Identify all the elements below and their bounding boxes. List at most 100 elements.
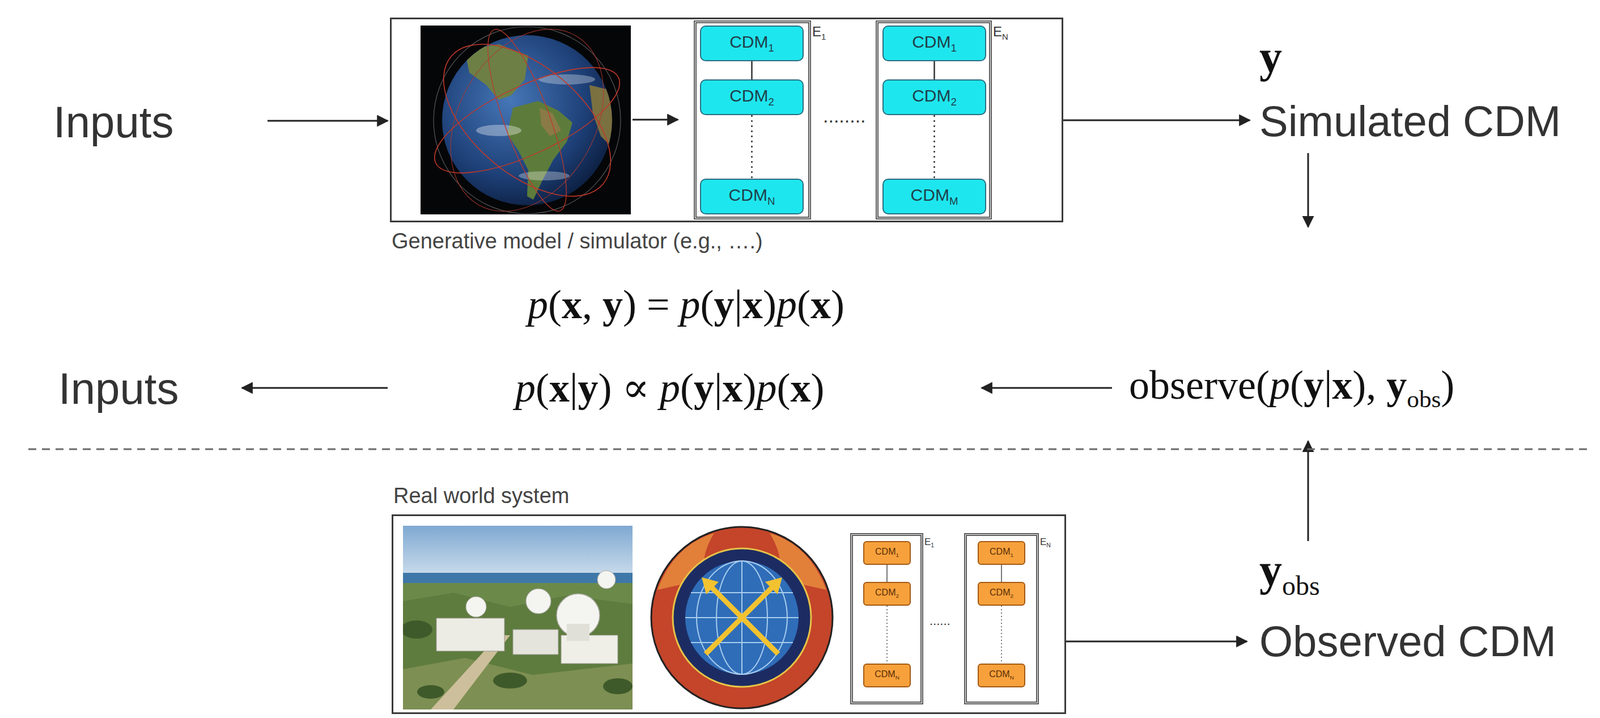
earth-image-part	[420, 25, 631, 215]
output-variable: y	[1259, 30, 1283, 83]
flow-arrows-part	[267, 120, 388, 122]
math-variable: y	[602, 281, 623, 328]
math-variable: y	[1303, 362, 1324, 408]
input-label: Inputs	[53, 96, 174, 148]
site-photo-part	[603, 677, 633, 694]
observed-cdm-box: CDMN	[863, 663, 911, 687]
ops-center-logo-part	[765, 576, 783, 594]
ops-center-logo	[647, 525, 837, 710]
subscript: obs	[1282, 570, 1321, 601]
observed-label: Observed CDM	[1259, 616, 1557, 666]
event-group: E1CDM1CDM2CDMN	[693, 20, 812, 220]
site-photo-part	[597, 570, 616, 589]
box-label: CDM2	[875, 587, 899, 600]
separator-line	[28, 448, 1593, 451]
math-variable: y	[1259, 544, 1283, 595]
math-variable: x	[810, 281, 831, 328]
earth-image-part	[442, 35, 613, 206]
site-photo-part	[465, 596, 487, 617]
subscript: N	[1002, 32, 1009, 42]
simulated-cdm-box: CDM1	[699, 25, 804, 62]
subscript: 1	[930, 541, 935, 549]
simulated-cdm-box: CDM2	[882, 79, 987, 116]
earth-image-part	[420, 25, 631, 215]
site-photo-part	[402, 592, 633, 710]
ops-center-logo-part	[708, 583, 779, 654]
ellipsis-dots: ......	[929, 613, 951, 628]
simulated-cdm-box: CDM1	[882, 25, 987, 62]
earth-image-part-part	[589, 85, 614, 149]
math-function: p	[756, 365, 778, 411]
site-photo-part	[417, 684, 445, 699]
math-variable: y	[714, 281, 735, 328]
earth-image-part-part	[507, 100, 573, 200]
flow-arrows-part	[1307, 153, 1310, 227]
subscript: 2	[950, 95, 957, 108]
observed-cdm-box: CDM2	[977, 581, 1026, 606]
earth-image-part	[421, 46, 631, 194]
flow-arrows-part	[1066, 640, 1247, 643]
math-variable: x	[561, 281, 583, 328]
output-label: Simulated CDM	[1259, 96, 1561, 146]
subscript: M	[949, 194, 959, 207]
subscript: 1	[950, 41, 957, 54]
real-system-box: Real world systemE1CDM1CDM2CDMNENCDM1CDM…	[391, 514, 1067, 714]
box-label: CDM1	[875, 546, 899, 559]
box-label: CDM1	[989, 546, 1014, 559]
box-label: CDM2	[911, 86, 957, 108]
observed-cdm-box: CDM1	[863, 540, 911, 565]
earth-image-part-part	[476, 124, 522, 137]
box-label: CDMN	[874, 668, 900, 681]
math-variable: y	[1259, 31, 1283, 82]
box-heading: E1	[924, 536, 935, 549]
subscript: N	[1009, 674, 1014, 681]
subscript: 2	[1009, 592, 1014, 600]
math-variable: x	[722, 365, 744, 411]
earth-image-part-part	[518, 171, 570, 181]
box-label: CDMM	[910, 185, 959, 207]
cdm-sequence-link	[886, 605, 888, 664]
joint-equation: p(x, y) = p(y|x)p(x)	[527, 281, 845, 329]
flow-arrows-part	[632, 119, 678, 121]
box-label: CDM2	[729, 86, 775, 108]
subscript: N	[767, 194, 775, 207]
subscript: N	[895, 674, 900, 681]
site-photo-part	[512, 629, 559, 655]
math-function: p	[1269, 362, 1290, 408]
box-label: CDM1	[729, 32, 775, 54]
earth-image-part	[472, 25, 581, 215]
math-variable: x	[1331, 362, 1353, 408]
cdm-sequence-link	[933, 115, 936, 179]
flow-arrows-part	[242, 387, 388, 389]
subscript: 1	[821, 32, 826, 42]
ellipsis-dots: ........	[822, 104, 867, 127]
math-variable: x	[742, 281, 763, 328]
math-function: p	[515, 365, 536, 411]
ops-center-logo-part	[672, 548, 812, 687]
ops-center-logo-part	[651, 526, 833, 708]
math-variable: x	[790, 365, 811, 411]
math-variable: y	[577, 365, 598, 411]
box-heading: Generative model / simulator (e.g., ….)	[391, 229, 763, 254]
flow-arrows-part	[981, 387, 1113, 389]
earth-image-part-part	[539, 107, 562, 137]
earth-image-part	[420, 25, 631, 215]
simulator-box: Generative model / simulator (e.g., ….)E…	[389, 17, 1064, 223]
box-heading: E1	[812, 24, 826, 42]
box-label: CDMN	[989, 668, 1014, 681]
cdm-sequence-link	[886, 564, 888, 582]
cdm-sequence-link	[1000, 564, 1003, 582]
input-label: Inputs	[58, 363, 179, 415]
math-function: p	[680, 281, 701, 328]
cdm-sequence-link	[1000, 605, 1003, 664]
box-heading: EN	[992, 24, 1009, 42]
math-variable: y	[1386, 362, 1407, 408]
box-heading: EN	[1040, 536, 1051, 549]
ops-center-logo-part	[651, 526, 833, 708]
site-photo-part	[493, 672, 528, 689]
box-label: CDM2	[989, 587, 1014, 600]
subscript: 1	[767, 41, 774, 54]
site-photo-part	[402, 620, 433, 639]
subscript: N	[1046, 541, 1051, 549]
flow-arrows-part	[1063, 119, 1250, 122]
